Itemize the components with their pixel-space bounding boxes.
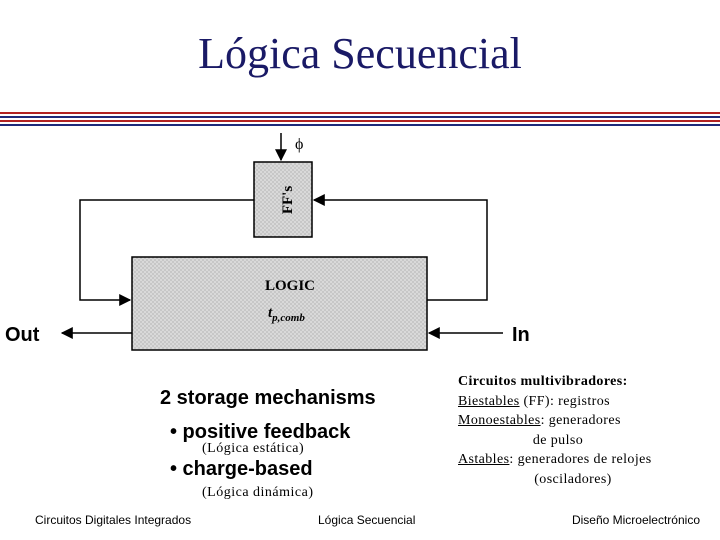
logic-delay-label: tp,comb [268,305,305,324]
ff-label: FF's [280,186,296,214]
feedback-arrow-right [312,194,488,301]
title-rule [0,112,720,114]
title-rule [0,116,720,118]
mechanism-item-feedback: • positive feedback [170,421,351,443]
multivibrators-heading: Circuitos multivibradores: [458,374,628,389]
feedback-arrow-left [79,199,254,306]
footer-course: Circuitos Digitales Integrados [35,513,192,527]
logic-label: LOGIC [265,278,315,294]
clock-symbol: ϕ [295,136,303,153]
astable-line: Astables: generadores de relojes [458,452,652,467]
logic-box [131,256,428,351]
monostable-line: Monoestables: generadores [458,413,621,428]
mechanism-item-charge: • charge-based [170,458,313,480]
bistable-line: Biestables (FF): registros [458,393,610,409]
page-title: Lógica Secuencial [198,29,522,78]
footer-topic: Lógica Secuencial [318,513,416,527]
title-rule [0,120,720,122]
monostable-continuation: de pulso [532,432,584,448]
multivibrators-block: Circuitos multivibradores: Biestables (F… [458,372,688,489]
footer-subject: Diseño Microelectrónico [571,513,700,527]
mechanism-note-dynamic: (Lógica dinámica) [202,485,314,500]
title-rule [0,124,720,126]
mechanism-note-static: (Lógica estática) [202,441,305,456]
out-label: Out [5,324,40,346]
sequential-logic-diagram: FF's ϕ LOGIC tp,comb Out In [5,133,530,351]
ff-box [253,161,313,238]
mechanisms-heading: 2 storage mechanisms [160,387,376,409]
in-label: In [512,324,530,346]
astable-continuation: (osciladores) [534,471,612,487]
